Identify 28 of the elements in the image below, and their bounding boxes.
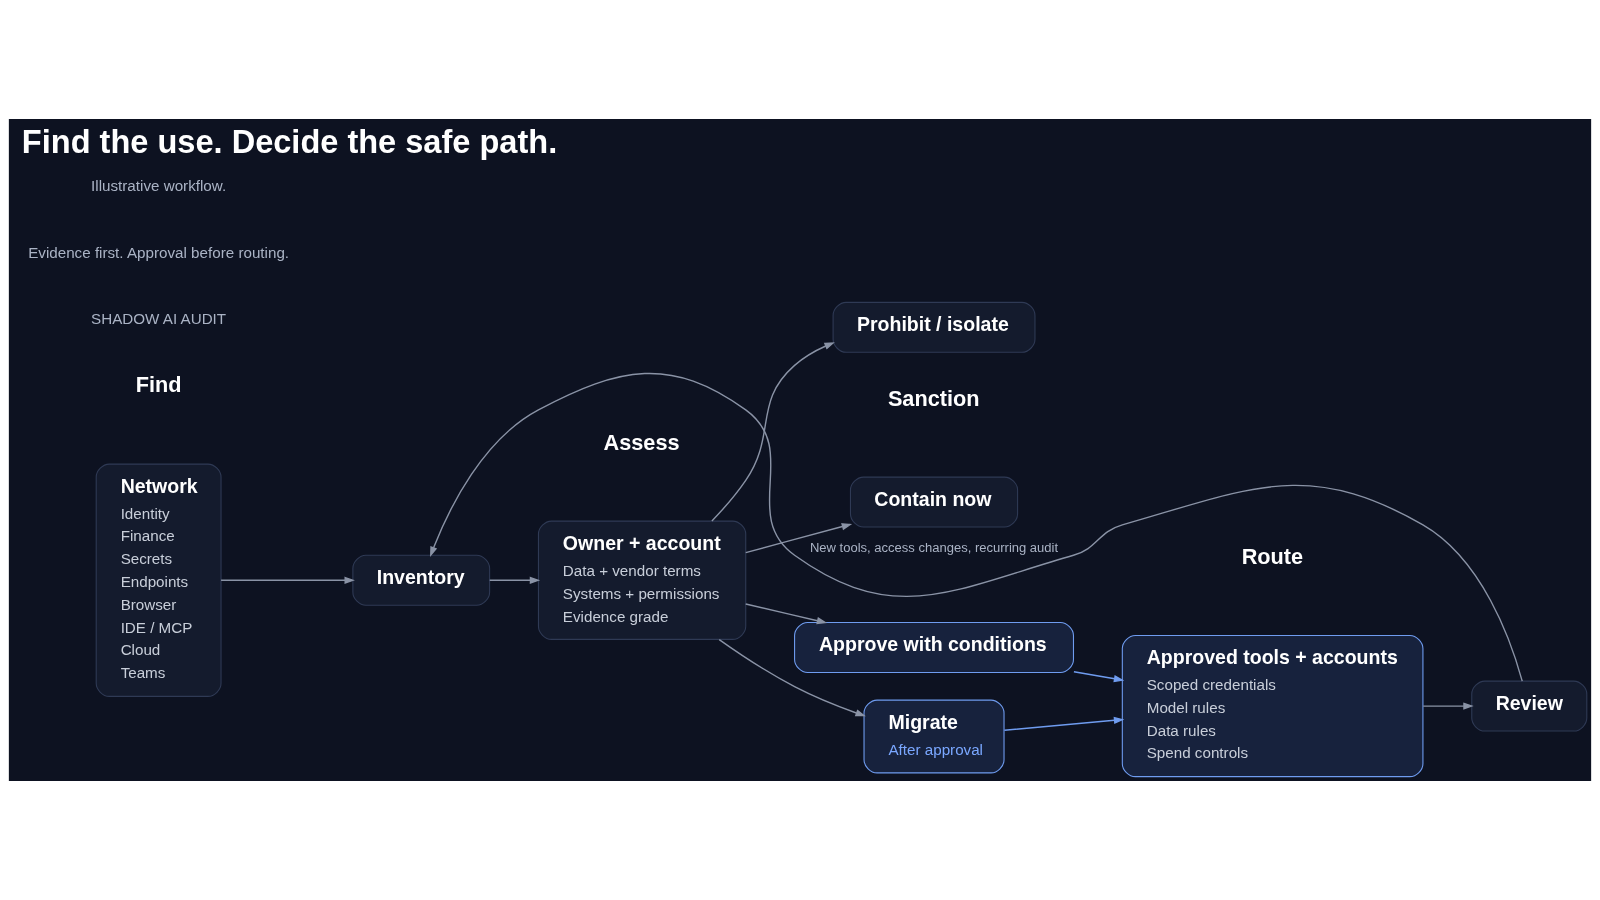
- node-box: Network Identity Finance Secrets Endpoints Browser IDE / MCP Cloud Teams: [95, 463, 222, 697]
- arrow: [220, 576, 355, 584]
- arrow: [745, 523, 853, 554]
- label: Route: [1241, 543, 1304, 569]
- node-box: Approve with conditions: [794, 622, 1075, 674]
- label: SHADOW AI AUDIT: [91, 309, 227, 327]
- node-box: Contain now: [849, 476, 1019, 528]
- node-box: Approved tools + accounts Scoped credentials Model rules Data rules Spend controls: [1121, 635, 1424, 778]
- node-box: Inventory: [352, 554, 491, 606]
- arrow: [718, 638, 866, 717]
- label: Find: [135, 372, 182, 398]
- arrow: [1003, 716, 1125, 731]
- label: Sanction: [887, 385, 980, 411]
- node-box: Prohibit / isolate: [832, 301, 1036, 353]
- node-box: Owner + account Data + vendor terms Systems + permissions Evidence grade: [537, 520, 747, 640]
- label: Assess: [603, 430, 680, 455]
- arrow: [1422, 702, 1474, 710]
- label: Illustrative workflow.: [91, 177, 227, 195]
- edge-label: New tools, access changes, recurring audit: [809, 539, 1059, 555]
- arrow: [711, 342, 835, 522]
- arrow: [1073, 671, 1125, 683]
- arrow: [489, 576, 541, 584]
- node-box: Migrate After approval: [863, 699, 1005, 774]
- label: Evidence first. Approval before routing.: [28, 243, 290, 261]
- arrow: [745, 603, 828, 625]
- diagram-title: Find the use. Decide the safe path.: [21, 123, 558, 160]
- arrow: [430, 372, 1523, 682]
- node-box: Review: [1471, 680, 1588, 732]
